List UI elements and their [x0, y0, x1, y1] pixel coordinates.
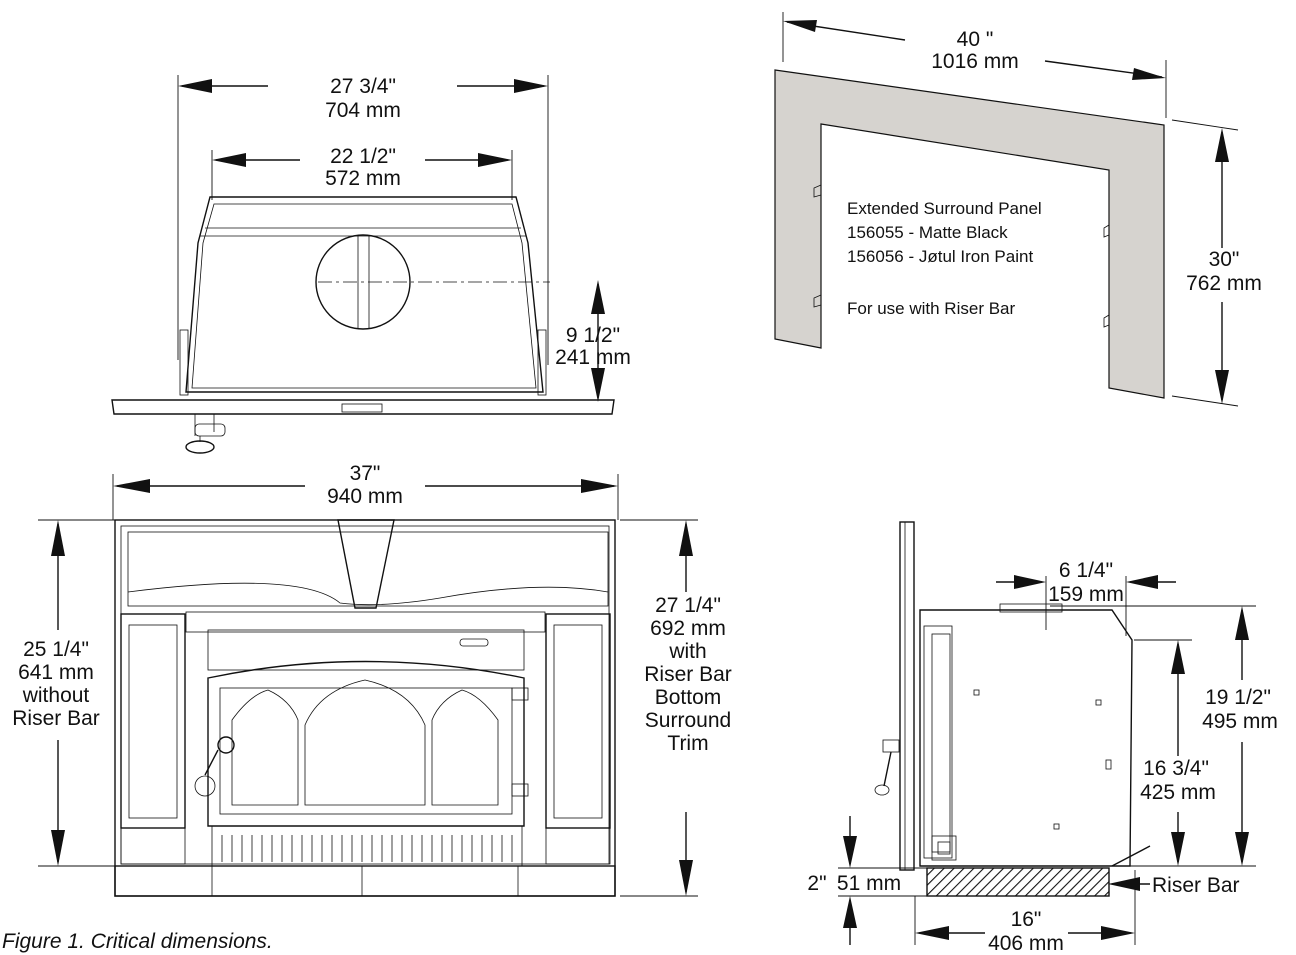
panel-label-line-1: Extended Surround Panel: [847, 199, 1042, 218]
flue-width-metric: 159 mm: [1048, 583, 1124, 606]
front-grille-slats: [221, 835, 513, 862]
top-inner-width-imperial: 22 1/2": [330, 145, 396, 168]
height-without-riser-line-1: 25 1/4": [23, 638, 89, 661]
riser-bar-shape: [926, 867, 1110, 897]
flue-width-imperial: 6 1/4": [1059, 559, 1113, 582]
height-with-riser-line-2: 692 mm: [650, 617, 726, 640]
panel-usage-note: For use with Riser Bar: [847, 299, 1015, 318]
height-with-riser-line-1: 27 1/4": [655, 594, 721, 617]
surround-panel-view: 40 " 1016 mm Extended Surround Panel 156…: [774, 12, 1262, 407]
top-view: 27 3/4" 704 mm 22 1/2" 572 mm: [111, 75, 631, 454]
front-width-metric: 940 mm: [327, 485, 403, 508]
overall-height-imperial: 19 1/2": [1205, 686, 1271, 709]
flue-offset-metric: 241 mm: [555, 346, 631, 369]
figure-caption: Figure 1. Critical dimensions.: [2, 930, 273, 953]
front-width-imperial: 37": [350, 462, 381, 485]
height-with-riser-line-6: Surround: [645, 709, 731, 732]
height-with-riser-line-3: with: [668, 640, 706, 663]
panel-label-line-2: 156055 - Matte Black: [847, 223, 1008, 242]
top-overall-width-metric: 704 mm: [325, 99, 401, 122]
height-without-riser-line-2: 641 mm: [18, 661, 94, 684]
body-height-imperial: 16 3/4": [1143, 757, 1209, 780]
side-view: 6 1/4" 159 mm 19 1/2" 495 mm 16 3/4" 425…: [807, 521, 1278, 955]
flue-offset-imperial: 9 1/2": [566, 324, 620, 347]
top-inner-width-metric: 572 mm: [325, 167, 401, 190]
panel-height-imperial: 30": [1209, 248, 1240, 271]
riser-height-metric: 51 mm: [837, 872, 901, 895]
depth-imperial: 16": [1011, 908, 1042, 931]
riser-bar-label: Riser Bar: [1152, 874, 1240, 897]
riser-height-imperial: 2": [807, 872, 826, 895]
height-with-riser-line-7: Trim: [667, 732, 708, 755]
panel-width-metric: 1016 mm: [931, 50, 1019, 73]
panel-label-line-3: 156056 - Jøtul Iron Paint: [847, 247, 1033, 266]
front-view: 37" 940 mm: [12, 462, 732, 897]
body-height-metric: 425 mm: [1140, 781, 1216, 804]
height-with-riser-line-4: Riser Bar: [644, 663, 732, 686]
overall-height-metric: 495 mm: [1202, 710, 1278, 733]
depth-metric: 406 mm: [988, 932, 1064, 955]
height-with-riser-line-5: Bottom: [655, 686, 722, 709]
top-overall-width-imperial: 27 3/4": [330, 75, 396, 98]
height-without-riser-line-3: without: [22, 684, 90, 707]
panel-height-metric: 762 mm: [1186, 272, 1262, 295]
panel-width-imperial: 40 ": [957, 28, 994, 51]
height-without-riser-line-4: Riser Bar: [12, 707, 100, 730]
surround-panel-shape: [774, 69, 1165, 399]
